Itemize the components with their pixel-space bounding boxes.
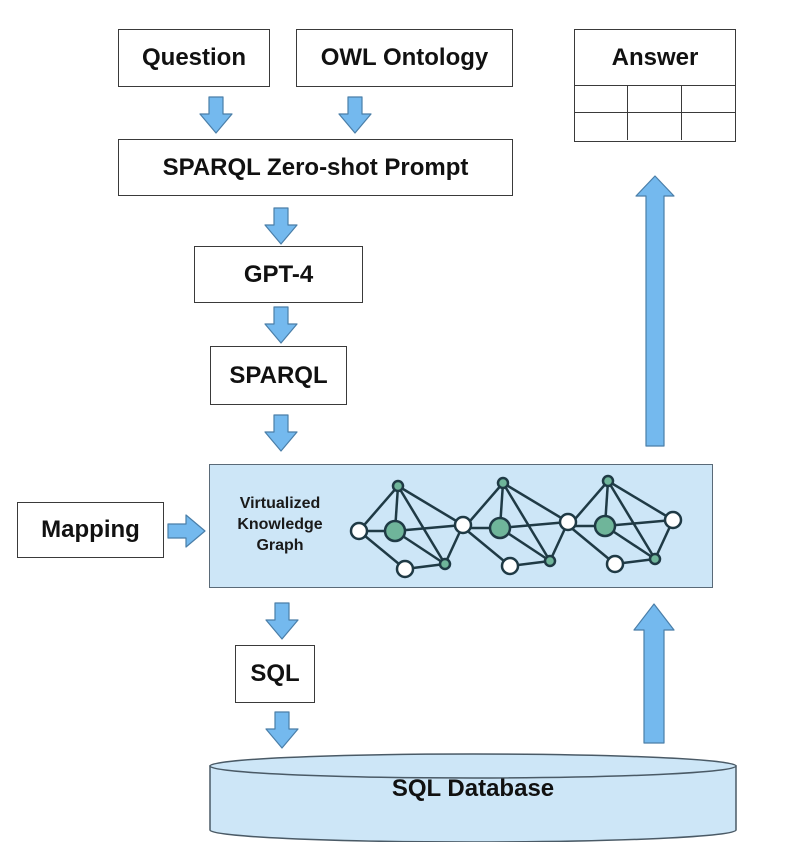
graph-node — [558, 512, 578, 532]
arrow-owl-to-prompt — [338, 96, 372, 134]
sparql-label: SPARQL — [229, 361, 328, 389]
graph-hub-node — [488, 516, 512, 540]
graph-edge — [463, 527, 511, 567]
graph-edge — [358, 485, 399, 532]
answer-cell — [628, 86, 682, 113]
arrow-gpt4-to-sparql — [264, 306, 298, 344]
graph-edge — [358, 530, 406, 570]
graph-hub-node — [593, 514, 617, 538]
answer-grid — [575, 86, 735, 140]
question-box: Question — [118, 29, 270, 87]
arrow-sql-to-db — [265, 711, 299, 749]
arrow-mapping-to-vkg — [167, 514, 206, 548]
mapping-box: Mapping — [17, 502, 164, 558]
owl-ontology-box: OWL Ontology — [296, 29, 513, 87]
graph-node — [496, 476, 510, 490]
graph-edge — [568, 525, 616, 565]
graph-edge — [607, 479, 674, 522]
arrow-db-to-vkg — [633, 603, 675, 744]
arrow-question-to-prompt — [199, 96, 233, 134]
graph-node — [453, 515, 473, 535]
graph-node — [663, 510, 683, 530]
graph-node — [349, 521, 369, 541]
sparql-box: SPARQL — [210, 346, 347, 405]
graph-edge — [394, 523, 464, 533]
prompt-label: SPARQL Zero-shot Prompt — [162, 153, 469, 181]
arrow-sparql-to-vkg — [264, 414, 298, 452]
sql-label: SQL — [250, 660, 300, 687]
gpt4-box: GPT-4 — [194, 246, 363, 303]
database-label: SQL Database — [391, 775, 555, 802]
answer-table: Answer — [574, 29, 736, 142]
arrow-prompt-to-gpt4 — [264, 207, 298, 245]
graph-edge — [499, 520, 569, 530]
answer-cell — [682, 113, 735, 140]
answer-cell — [628, 113, 682, 140]
graph-node — [648, 552, 662, 566]
graph-edge — [501, 482, 552, 562]
question-label: Question — [141, 44, 246, 71]
graph-edge — [502, 481, 569, 524]
graph-node — [438, 557, 452, 571]
arrow-vkg-to-answer — [635, 175, 675, 447]
database-cylinder — [209, 753, 737, 842]
graph-node — [500, 556, 520, 576]
mapping-label: Mapping — [41, 516, 140, 543]
graph-node — [601, 474, 615, 488]
graph-edge — [396, 485, 447, 565]
answer-title: Answer — [575, 30, 735, 86]
answer-cell — [575, 86, 629, 113]
answer-cell — [575, 113, 629, 140]
owl-ontology-label: OWL Ontology — [320, 44, 489, 71]
knowledge-graph-icon — [349, 474, 683, 579]
arrow-vkg-to-sql — [265, 602, 299, 640]
graph-edge — [604, 518, 674, 528]
graph-node — [395, 559, 415, 579]
vkg-label: Virtualized Knowledge Graph — [237, 495, 323, 554]
graph-node — [543, 554, 557, 568]
graph-edge — [606, 480, 657, 560]
graph-node — [391, 479, 405, 493]
gpt4-label: GPT-4 — [243, 260, 314, 288]
sql-box: SQL — [235, 645, 315, 703]
graph-hub-node — [383, 519, 407, 543]
graph-edge — [397, 484, 464, 527]
answer-cell — [681, 86, 735, 113]
graph-node — [605, 554, 625, 574]
prompt-box: SPARQL Zero-shot Prompt — [118, 139, 513, 196]
virtualized-knowledge-graph-panel: Virtualized Knowledge Graph — [209, 464, 713, 588]
